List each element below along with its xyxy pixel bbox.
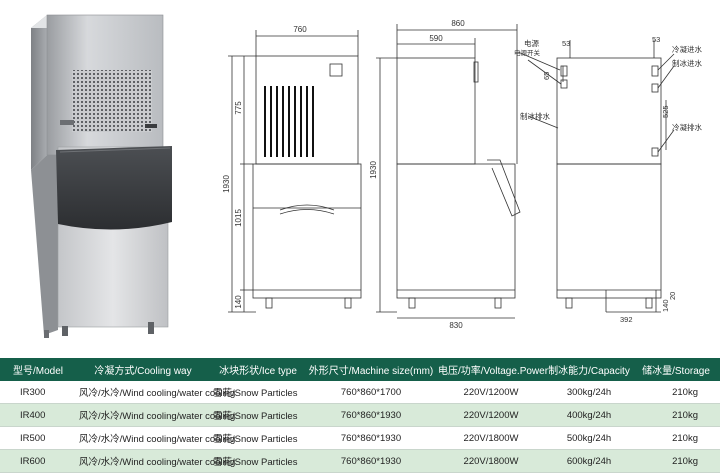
header-ice-type: 冰块形状/Ice type <box>210 358 306 381</box>
cell-machine-size: 760*860*1930 <box>306 426 436 450</box>
table-row: IR500 风冷/水冷/Wind cooling/water cooling 雪… <box>0 426 720 450</box>
cell-storage: 210kg <box>632 426 720 450</box>
cell-cooling-way: 风冷/水冷/Wind cooling/water cooling <box>76 403 235 427</box>
dim-side-inner: 590 <box>429 34 443 43</box>
side-dimensions: 860 590 1930 830 <box>369 19 465 330</box>
cell-voltage-power: 220V/1800W <box>436 426 546 450</box>
cell-cooling-way: 风冷/水冷/Wind cooling/water cooling <box>76 381 235 404</box>
table-header-row: 型号/Model 冷凝方式/Cooling way 冰块形状/Ice type … <box>0 358 720 381</box>
front-elevation-drawing <box>228 30 362 313</box>
cell-machine-size: 760*860*1700 <box>306 381 436 404</box>
dim-front-height-leg: 140 <box>234 295 243 309</box>
cell-capacity: 400kg/24h <box>546 403 632 427</box>
cell-storage: 210kg <box>632 381 720 404</box>
header-cooling-way: 冷凝方式/Cooling way <box>76 358 210 381</box>
table-row: IR400 风冷/水冷/Wind cooling/water cooling 雪… <box>0 403 720 427</box>
header-capacity: 制冰能力/Capacity <box>546 358 632 381</box>
label-condense-in: 冷凝进水 <box>672 44 702 54</box>
dim-rear-392: 392 <box>620 315 633 324</box>
cell-ice-type: 雪花/Snow Particles <box>210 449 306 473</box>
cell-ice-type: 雪花/Snow Particles <box>210 381 306 404</box>
dim-rear-65: 65 <box>542 72 551 80</box>
cell-capacity: 300kg/24h <box>546 381 632 404</box>
side-elevation-drawing <box>376 24 521 319</box>
dim-rear-20: 20 <box>668 292 677 300</box>
cell-voltage-power: 220V/1200W <box>436 381 546 404</box>
cell-capacity: 600kg/24h <box>546 449 632 473</box>
dim-rear-525: 525 <box>661 105 670 118</box>
dim-side-bottom: 830 <box>449 321 463 330</box>
dim-front-width: 760 <box>293 25 307 34</box>
cell-ice-type: 雪花/Snow Particles <box>210 403 306 427</box>
dim-side-width: 860 <box>451 19 465 28</box>
cell-model: IR500 <box>0 426 76 450</box>
dim-front-height-bin: 1015 <box>234 209 243 227</box>
cell-machine-size: 760*860*1930 <box>306 449 436 473</box>
header-storage: 储冰量/Storage <box>632 358 720 381</box>
dim-rear-top-left: 53 <box>562 39 570 48</box>
dim-rear-140: 140 <box>661 299 670 312</box>
front-dimensions: 760 1930 775 1015 140 <box>222 25 307 309</box>
cell-cooling-way: 风冷/水冷/Wind cooling/water cooling <box>76 449 235 473</box>
cell-model: IR400 <box>0 403 76 427</box>
machine-photo <box>31 14 172 338</box>
cell-storage: 210kg <box>632 403 720 427</box>
cell-voltage-power: 220V/1800W <box>436 449 546 473</box>
cell-machine-size: 760*860*1930 <box>306 403 436 427</box>
cell-model: IR300 <box>0 381 76 404</box>
cell-voltage-power: 220V/1200W <box>436 403 546 427</box>
rear-elevation-drawing <box>517 40 675 313</box>
label-power: 电源 <box>524 38 539 48</box>
dim-front-height-top: 775 <box>234 101 243 115</box>
cell-cooling-way: 风冷/水冷/Wind cooling/water cooling <box>76 426 235 450</box>
rear-dimensions: 53 53 65 525 20 140 392 电源 电源开关 制冰排水 冷凝进… <box>514 35 702 324</box>
cell-capacity: 500kg/24h <box>546 426 632 450</box>
label-ice-drain: 制冰排水 <box>520 111 550 121</box>
dim-rear-top-right: 53 <box>652 35 660 44</box>
dim-side-height-total: 1930 <box>369 161 378 179</box>
dim-front-height-total: 1930 <box>222 175 231 193</box>
product-figure: 760 1930 775 1015 140 860 590 1930 830 <box>31 14 702 338</box>
table-row: IR600 风冷/水冷/Wind cooling/water cooling 雪… <box>0 449 720 473</box>
label-condense-out: 冷凝排水 <box>672 122 702 132</box>
spec-table: 型号/Model 冷凝方式/Cooling way 冰块形状/Ice type … <box>0 358 720 473</box>
cell-storage: 210kg <box>632 449 720 473</box>
header-machine-size: 外形尺寸/Machine size(mm) <box>306 358 436 381</box>
cell-model: IR600 <box>0 449 76 473</box>
header-model: 型号/Model <box>0 358 76 381</box>
cell-ice-type: 雪花/Snow Particles <box>210 426 306 450</box>
table-row: IR300 风冷/水冷/Wind cooling/water cooling 雪… <box>0 381 720 404</box>
header-voltage-power: 电压/功率/Voltage.Power <box>436 358 548 381</box>
label-ice-in: 制冰进水 <box>672 58 702 68</box>
label-power-switch: 电源开关 <box>514 48 541 57</box>
